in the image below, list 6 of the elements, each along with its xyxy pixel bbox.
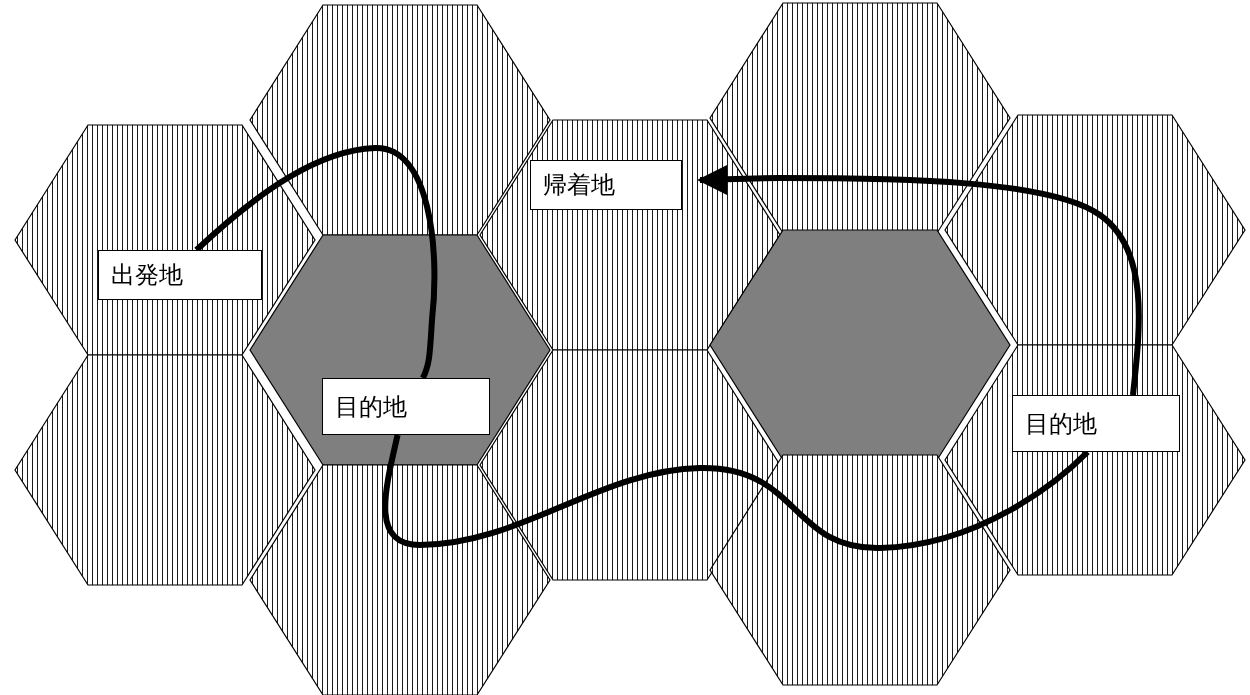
place-label: 目的地 — [322, 378, 490, 435]
place-label: 出発地 — [98, 250, 262, 300]
place-label: 帰着地 — [530, 160, 682, 210]
route-arrow — [697, 164, 1142, 396]
place-label: 目的地 — [1012, 395, 1180, 452]
route-line — [194, 145, 438, 380]
